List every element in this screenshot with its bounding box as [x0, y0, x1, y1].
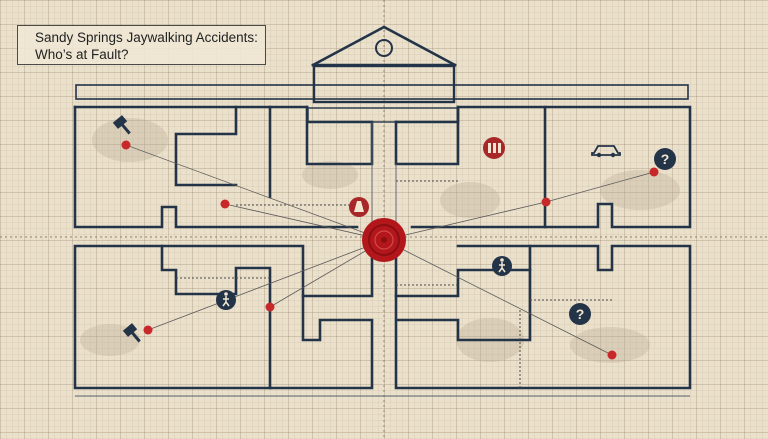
accident-pin [649, 167, 659, 177]
gavel-icon [122, 323, 141, 343]
gavel-icon [112, 115, 131, 135]
crosswalk-signal-icon [483, 137, 505, 159]
title-line-1: Sandy Springs Jaywalking Accidents: [35, 30, 258, 45]
title-line-2: Who’s at Fault? [35, 47, 129, 62]
car-icon [591, 145, 621, 158]
accident-pin [143, 325, 153, 335]
connection-lines [125, 144, 655, 356]
accident-pin [265, 302, 275, 312]
accident-pin [121, 140, 131, 150]
upper-floor-walls [73, 105, 692, 229]
accident-pins [121, 140, 659, 360]
courthouse-icon [75, 25, 689, 104]
pedestrian-icon [216, 290, 236, 310]
accident-pin [220, 199, 230, 209]
accident-pin [541, 197, 551, 207]
traffic-cone-icon [349, 197, 369, 217]
pedestrian-icon [492, 256, 512, 276]
wax-seal-icon [362, 218, 406, 262]
question-mark-icon [569, 303, 591, 325]
question-mark-text: ? [575, 306, 585, 322]
question-mark-icon [654, 148, 676, 170]
title-box: Sandy Springs Jaywalking Accidents: Who’… [17, 25, 266, 65]
question-mark-text: ? [660, 151, 670, 167]
lower-floor-walls [73, 244, 692, 397]
accident-pin [607, 350, 617, 360]
